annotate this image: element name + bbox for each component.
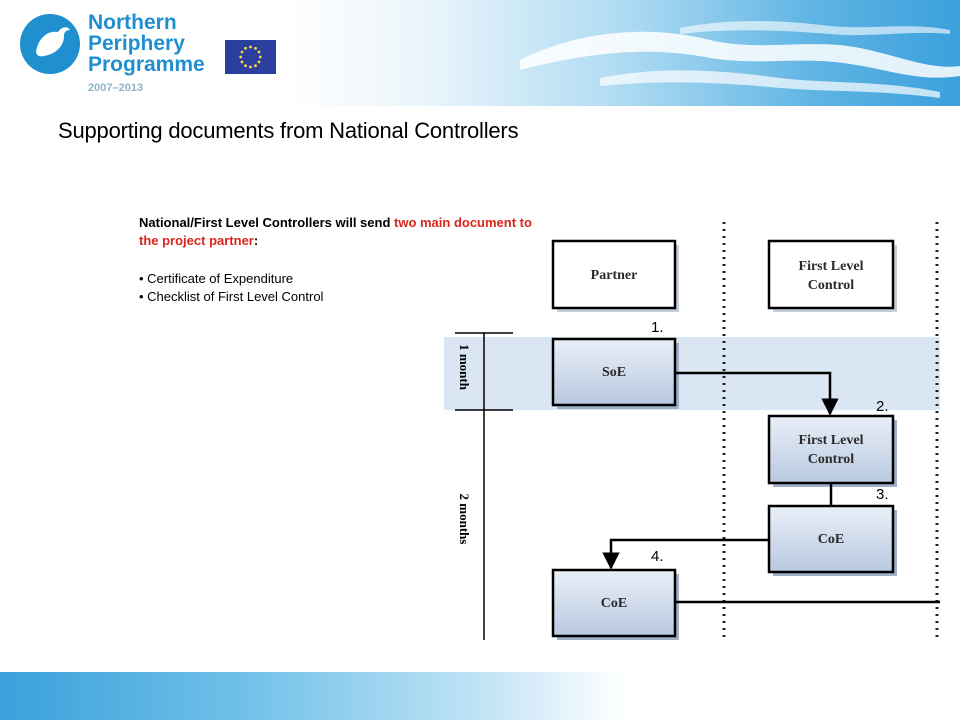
- logo-years: 2007–2013: [88, 82, 144, 94]
- box-partner-label: Partner: [591, 268, 638, 283]
- step-1-label: 1.: [651, 319, 664, 336]
- logo-line-2: Periphery: [88, 32, 185, 55]
- box-coe-right-label: CoE: [818, 532, 844, 547]
- list-item: • Checklist of First Level Control: [139, 289, 324, 304]
- box-flc-top: First Level Control: [767, 239, 897, 312]
- eu-flag-icon: [225, 40, 276, 74]
- box-soe-label: SoE: [602, 365, 626, 380]
- box-flc-mid-line2: Control: [808, 452, 855, 467]
- programme-logo-text: Northern Periphery Programme: [88, 12, 205, 75]
- list-item: • Certificate of Expenditure: [139, 271, 294, 286]
- box-soe: SoE: [551, 337, 679, 409]
- step-4-label: 4.: [651, 548, 664, 565]
- header-wave-decoration: [520, 21, 960, 98]
- box-partner: Partner: [551, 239, 679, 312]
- arrow-coe-to-partner: [602, 538, 769, 570]
- intro-text-part1: National/First Level Controllers will se…: [139, 215, 394, 230]
- dove-logo-icon: [20, 14, 80, 74]
- document-list: • Certificate of Expenditure • Checklist…: [139, 270, 323, 306]
- logo-line-3: Programme: [88, 53, 205, 76]
- box-coe-right: CoE: [767, 504, 897, 576]
- footer-band: [0, 672, 960, 720]
- intro-text-highlight: two main document to the project partner: [139, 215, 532, 248]
- step-3-label: 3.: [876, 486, 889, 503]
- box-flc-mid-line1: First Level: [799, 433, 864, 448]
- box-flc-top-line1: First Level: [799, 259, 864, 274]
- logo-line-1: Northern: [88, 11, 177, 34]
- arrow-soe-to-flc: [675, 371, 839, 416]
- box-flc-top-line2: Control: [808, 278, 855, 293]
- duration-one-month: 1 month: [457, 344, 472, 391]
- duration-two-months: 2 months: [457, 494, 472, 545]
- slide-title: Supporting documents from National Contr…: [58, 118, 519, 143]
- box-coe-left: CoE: [551, 568, 679, 640]
- process-flow-diagram: 1 month 2 months Partner First Level Con…: [444, 222, 940, 640]
- box-coe-left-label: CoE: [601, 596, 627, 611]
- intro-text: National/First Level Controllers will se…: [139, 214, 539, 250]
- box-flc-mid: First Level Control: [767, 414, 897, 487]
- step-2-label: 2.: [876, 398, 889, 415]
- intro-text-part3: :: [253, 233, 259, 248]
